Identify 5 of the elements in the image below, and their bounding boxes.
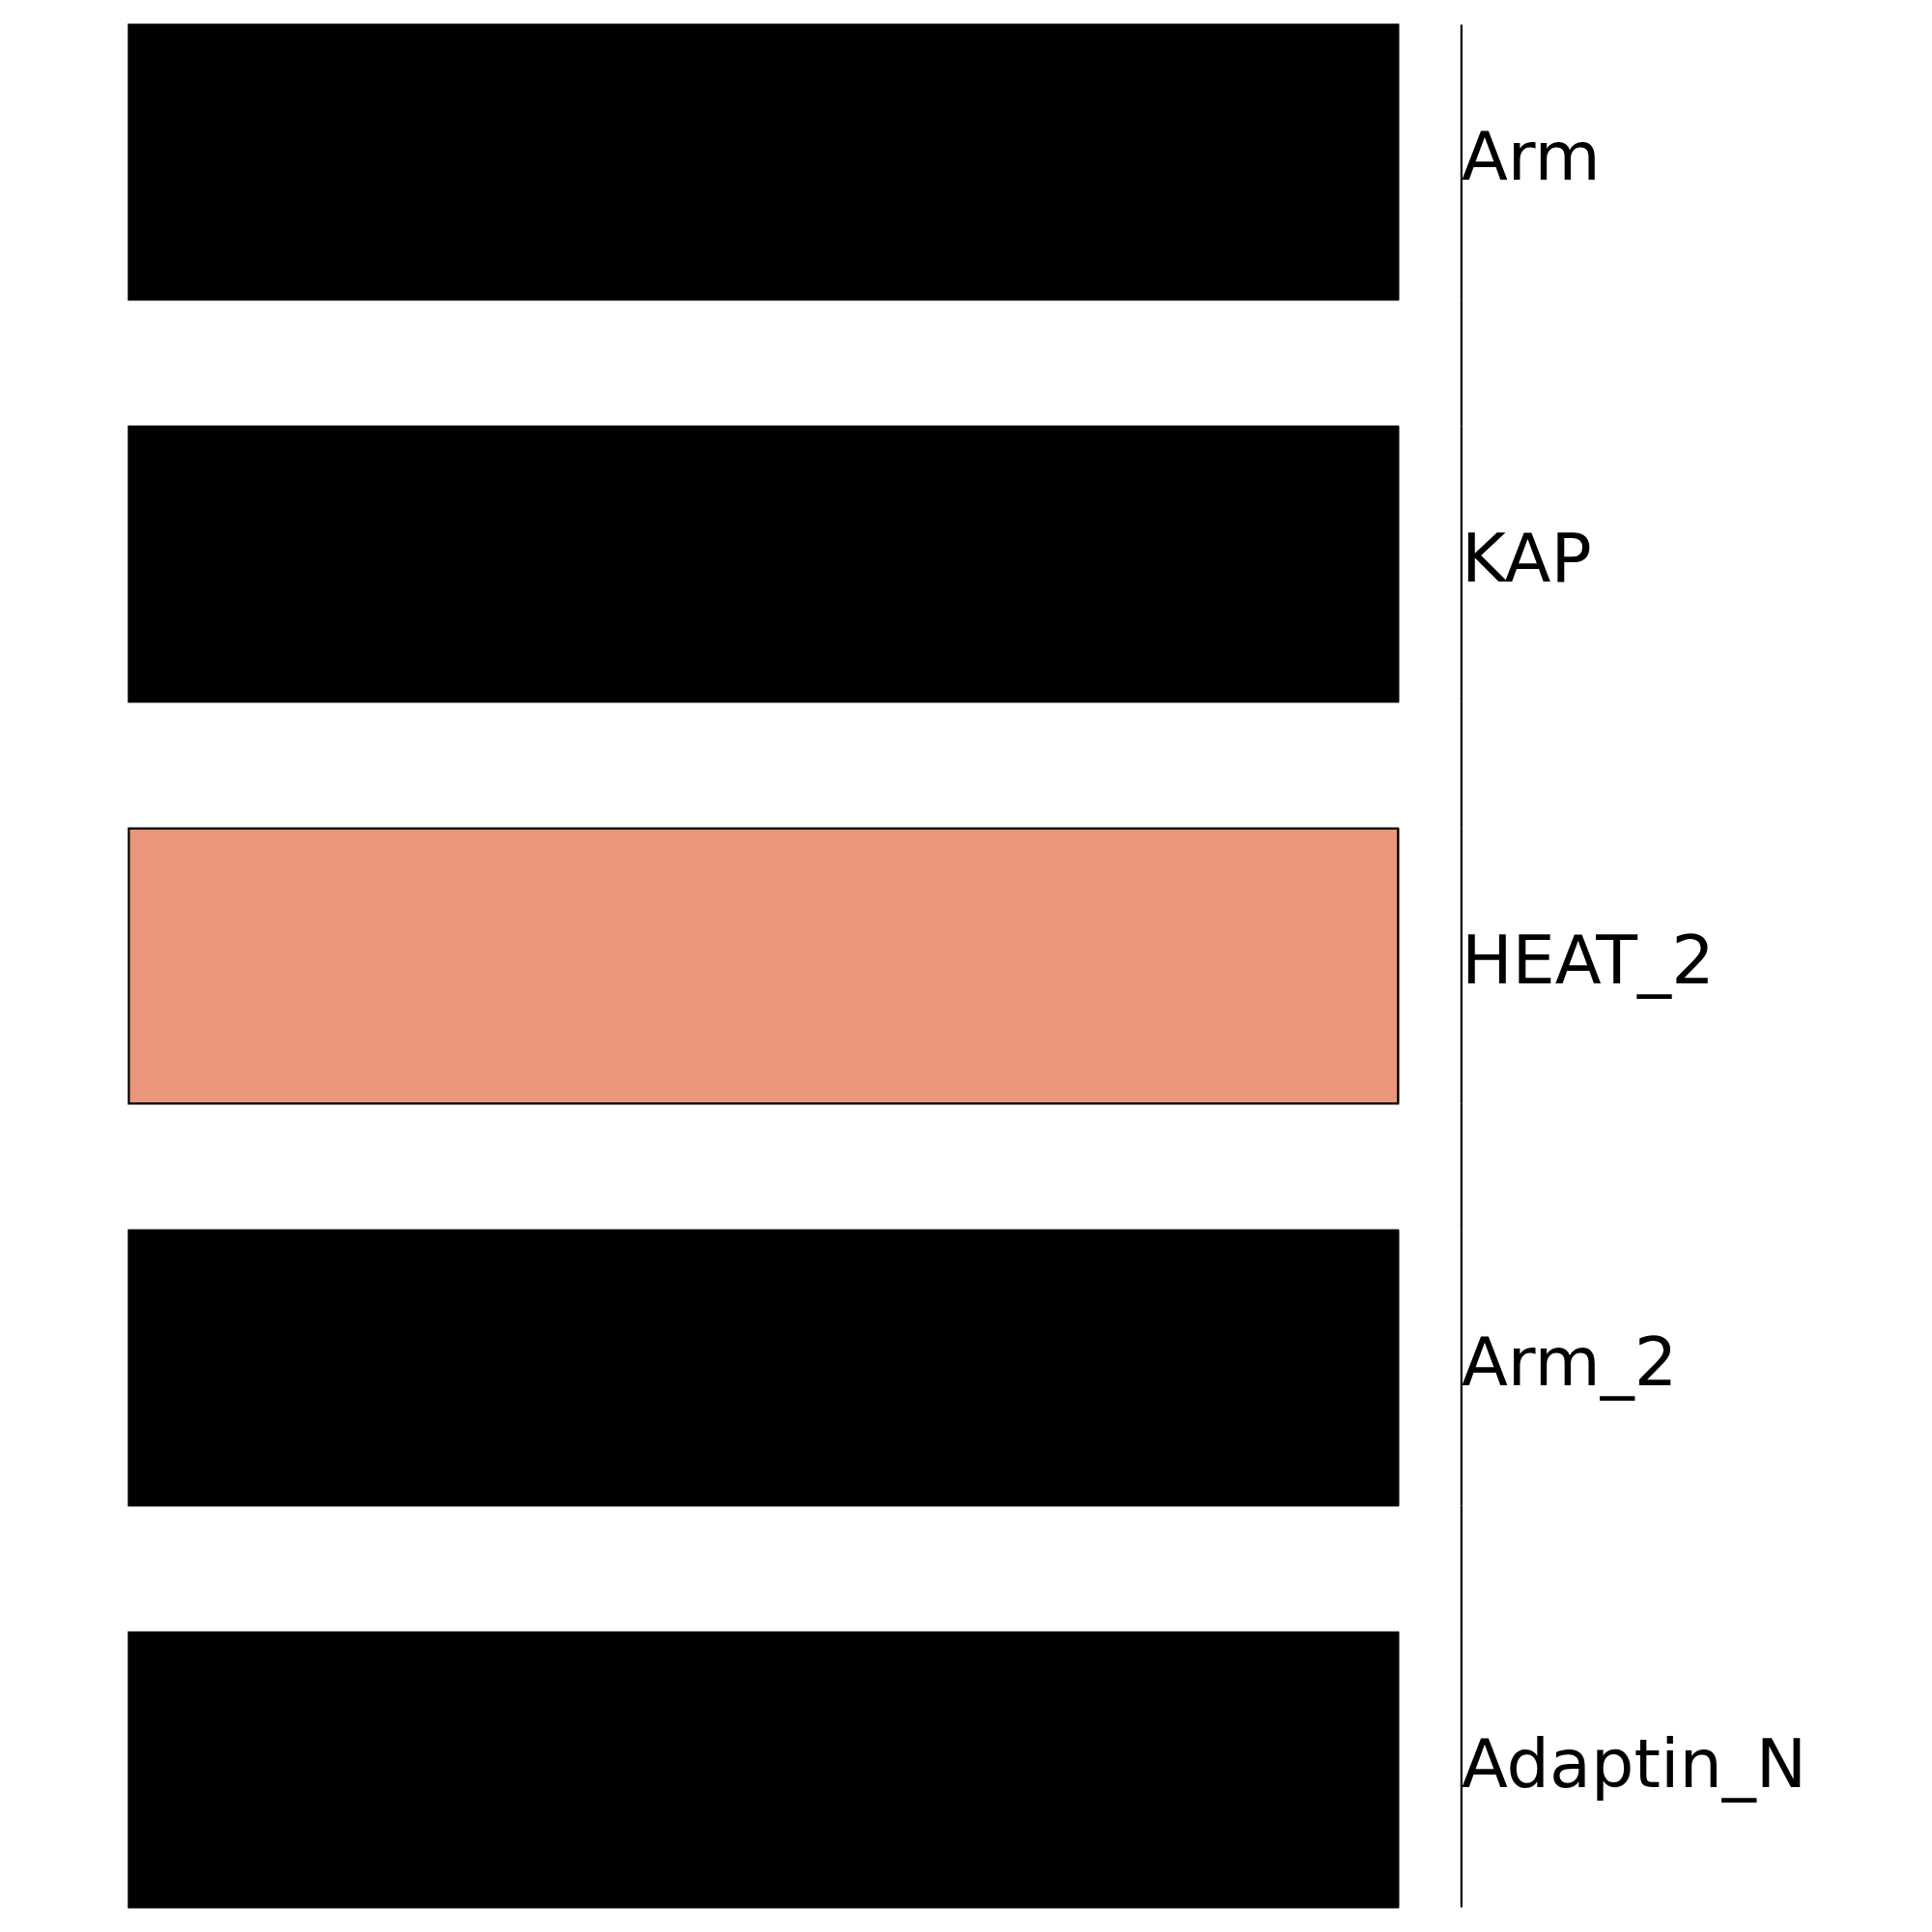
- legend-label: Adaptin_N: [1461, 1723, 1806, 1804]
- legend-label: Arm_2: [1461, 1321, 1677, 1402]
- legend-label: HEAT_2: [1461, 920, 1715, 1000]
- legend-label: KAP: [1461, 518, 1592, 598]
- legend-label: Arm: [1461, 116, 1601, 196]
